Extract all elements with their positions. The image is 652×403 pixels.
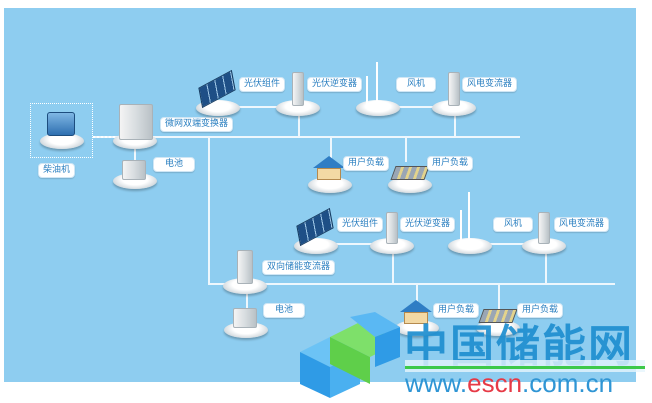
main-vertical xyxy=(208,137,210,284)
wind-turbine1-small-icon xyxy=(366,76,368,106)
label-user-load-2b: 用户负载 xyxy=(517,303,564,318)
diesel-generator-icon xyxy=(47,112,75,136)
label-battery-1: 电池 xyxy=(153,157,195,172)
battery1-icon xyxy=(122,160,146,180)
url-prefix: www. xyxy=(405,368,468,398)
load2a-drop xyxy=(416,284,418,309)
wind-turbine2-small-icon xyxy=(460,210,462,244)
diagram-panel xyxy=(4,8,636,382)
wconv1-drop xyxy=(454,106,456,137)
load1a-drop xyxy=(330,137,332,162)
diesel-link xyxy=(93,136,118,138)
wind2-link xyxy=(470,243,545,245)
inverter2-pedestal xyxy=(370,238,414,254)
inverter1-pedestal xyxy=(276,100,320,116)
pv-inverter1-icon xyxy=(292,72,304,106)
watermark-logo-icon xyxy=(300,312,400,398)
label-user-load-1a: 用户负载 xyxy=(343,156,390,171)
wind2-pedestal xyxy=(448,238,492,254)
house-load2-icon xyxy=(400,300,432,324)
inv2-drop xyxy=(392,243,394,284)
label-battery-2: 电池 xyxy=(263,303,305,318)
wconv1-pedestal xyxy=(432,100,476,116)
load2b-pedestal xyxy=(476,320,520,336)
bus-line-bottom xyxy=(208,283,615,285)
wind1-pedestal xyxy=(356,100,400,116)
label-wind-turbine-2: 风机 xyxy=(493,217,533,232)
battery2-link xyxy=(246,285,248,315)
label-bidirectional-pcs: 双向储能变流器 xyxy=(262,260,336,275)
label-pv-inverter-2: 光伏逆变器 xyxy=(400,217,456,232)
wind-converter1-icon xyxy=(448,72,460,106)
factory-load1-icon xyxy=(390,166,430,180)
pcs-pedestal xyxy=(223,278,267,294)
label-pv-inverter-1: 光伏逆变器 xyxy=(307,77,363,92)
load1a-pedestal xyxy=(308,177,352,193)
battery1-link xyxy=(134,138,136,168)
diesel-pedestal xyxy=(40,133,84,149)
house-load1-icon xyxy=(313,156,345,180)
bus-line-top xyxy=(95,136,520,138)
label-user-load-2a: 用户负载 xyxy=(433,303,480,318)
label-wind-converter-1: 风电变流器 xyxy=(462,77,518,92)
wind-converter2-icon xyxy=(538,212,550,244)
watermark-url: www.escn.com.cn xyxy=(405,369,613,397)
wind-turbine1-icon xyxy=(376,62,378,106)
bidirectional-pcs-icon xyxy=(237,250,253,284)
label-wind-turbine-1: 风机 xyxy=(396,77,436,92)
wind-turbine2-icon xyxy=(468,192,470,244)
inv1-drop xyxy=(298,106,300,137)
load1b-pedestal xyxy=(388,177,432,193)
battery2-icon xyxy=(233,308,257,328)
load1b-drop xyxy=(405,137,407,162)
url-highlight: escn xyxy=(467,368,523,398)
wconv2-drop xyxy=(545,243,547,284)
label-pv-module-2: 光伏组件 xyxy=(337,217,384,232)
label-microgrid-converter: 微网双端变换器 xyxy=(160,117,234,132)
microgrid-converter-icon xyxy=(119,104,153,140)
label-pv-module-1: 光伏组件 xyxy=(239,77,286,92)
label-diesel: 柴油机 xyxy=(38,163,76,178)
pv1-link xyxy=(220,106,300,108)
wconv2-pedestal xyxy=(522,238,566,254)
watermark-green-line xyxy=(405,366,645,369)
label-wind-converter-2: 风电变流器 xyxy=(554,217,610,232)
label-user-load-1b: 用户负载 xyxy=(427,156,474,171)
diesel-group-box xyxy=(30,103,93,158)
pv-inverter2-icon xyxy=(386,212,398,244)
url-suffix: .com.cn xyxy=(522,368,614,398)
load2b-drop xyxy=(498,284,500,309)
wind1-link xyxy=(380,106,455,108)
load2a-pedestal xyxy=(395,320,439,336)
pv2-link xyxy=(318,243,398,245)
